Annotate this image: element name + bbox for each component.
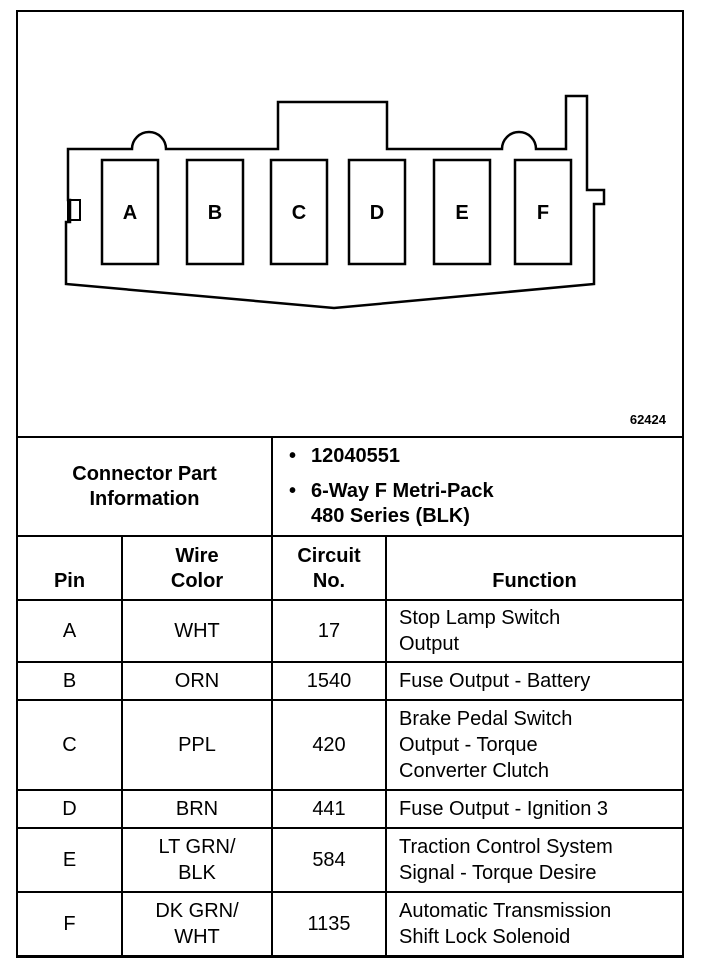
- connector-body-outline: [64, 94, 606, 310]
- wire-color-header-line: Color: [170, 570, 224, 592]
- pin-label-c: C: [292, 202, 306, 224]
- function-line: Output: [399, 633, 460, 655]
- pin-cavity-a: [100, 158, 160, 266]
- function-line: Output - Torque: [399, 734, 538, 756]
- part-number: 12040551: [289, 444, 682, 469]
- pin-header: Pin: [18, 535, 123, 601]
- pin-cavity-c: [269, 158, 329, 266]
- connector-part-label-line: Connector Part: [72, 462, 217, 485]
- left-latch: [67, 199, 81, 221]
- circuit-no-cell: 420: [271, 699, 387, 791]
- wire-color-line: ORN: [174, 670, 220, 692]
- circuit-no-cell: 17: [271, 599, 387, 663]
- pin-cavity-d: [347, 158, 407, 266]
- pin-cell: C: [18, 699, 123, 791]
- connector-part-label: Connector Part Information: [18, 436, 273, 537]
- connector-part-label-line: Information: [89, 487, 200, 510]
- pin-cell: F: [18, 891, 123, 957]
- circuit-no-cell: 584: [271, 827, 387, 893]
- connector-diagram: A B C D E F 62424: [18, 12, 682, 436]
- function-cell: Fuse Output - Ignition 3: [385, 789, 682, 829]
- function-line: Automatic Transmission: [399, 900, 612, 922]
- connector-type: 6-Way F Metri-Pack: [289, 479, 682, 504]
- connector-part-row: Connector Part Information 12040551 6-Wa…: [18, 436, 682, 537]
- wire-color-cell: WHT: [121, 599, 273, 663]
- pin-cavity-e: [432, 158, 492, 266]
- function-header: Function: [385, 535, 682, 601]
- wire-color-header-line: Wire: [175, 545, 219, 567]
- function-cell: Fuse Output - Battery: [385, 661, 682, 701]
- pin-label-f: F: [537, 202, 549, 224]
- table-row: D BRN 441 Fuse Output - Ignition 3: [18, 789, 682, 829]
- wire-color-line: LT GRN/: [158, 836, 236, 858]
- wire-color-cell: BRN: [121, 789, 273, 829]
- connector-part-list: 12040551 6-Way F Metri-Pack 480 Series (…: [271, 436, 682, 537]
- pin-label-d: D: [370, 202, 384, 224]
- connector-info-table: Connector Part Information 12040551 6-Wa…: [18, 436, 682, 957]
- pin-label-e: E: [455, 202, 468, 224]
- wire-color-line: DK GRN/: [155, 900, 239, 922]
- wire-color-cell: LT GRN/BLK: [121, 827, 273, 893]
- wire-color-cell: DK GRN/WHT: [121, 891, 273, 957]
- wire-color-line: BRN: [175, 798, 219, 820]
- pin-cell: A: [18, 599, 123, 663]
- wire-color-line: BLK: [178, 862, 216, 884]
- function-line: Signal - Torque Desire: [399, 862, 597, 884]
- function-line: Shift Lock Solenoid: [399, 926, 571, 948]
- pin-cell: B: [18, 661, 123, 701]
- wire-color-line: WHT: [174, 926, 220, 948]
- circuit-no-cell: 1135: [271, 891, 387, 957]
- function-line: Converter Clutch: [399, 760, 550, 782]
- function-line: Fuse Output - Battery: [399, 670, 591, 692]
- wire-color-header: Wire Color: [121, 535, 273, 601]
- wire-color-line: WHT: [174, 620, 220, 642]
- pin-label-a: A: [123, 202, 137, 224]
- connector-face-drawing: A B C D E F 62424: [64, 94, 667, 427]
- wire-color-cell: ORN: [121, 661, 273, 701]
- circuit-no-header: Circuit No.: [271, 535, 387, 601]
- wire-color-line: PPL: [178, 734, 216, 756]
- function-line: Traction Control System: [399, 836, 613, 858]
- circuit-no-cell: 441: [271, 789, 387, 829]
- connector-series: 480 Series (BLK): [311, 505, 470, 527]
- wire-color-cell: PPL: [121, 699, 273, 791]
- table-row: B ORN 1540 Fuse Output - Battery: [18, 661, 682, 701]
- pin-cell: E: [18, 827, 123, 893]
- function-line: Fuse Output - Ignition 3: [399, 798, 609, 820]
- circuit-no-header-line: No.: [312, 570, 346, 592]
- pin-label-b: B: [208, 202, 222, 224]
- figure-number: 62424: [630, 412, 667, 427]
- header-row: Pin Wire Color Circuit No. Function: [18, 535, 682, 601]
- pin-cell: D: [18, 789, 123, 829]
- function-line: Brake Pedal Switch: [399, 708, 573, 730]
- pin-cavity-b: [185, 158, 245, 266]
- function-line: Stop Lamp Switch: [399, 607, 561, 629]
- circuit-no-header-line: Circuit: [297, 545, 361, 567]
- pin-cavity-f: [513, 158, 573, 266]
- circuit-no-cell: 1540: [271, 661, 387, 701]
